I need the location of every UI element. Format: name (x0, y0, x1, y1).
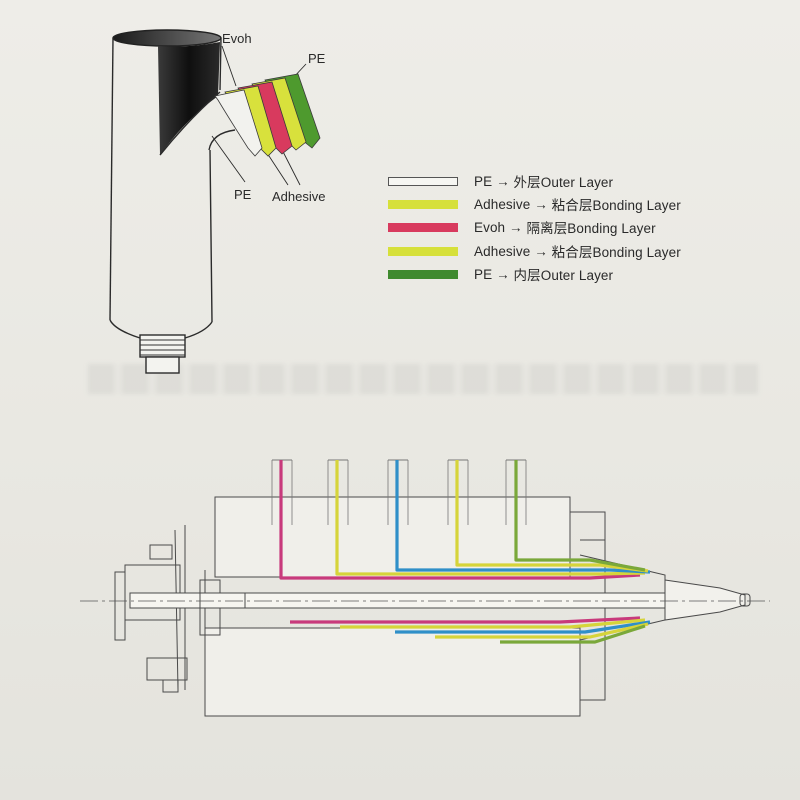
layer-pe-outer-white (214, 89, 263, 157)
label-pe-inner: PE (234, 187, 252, 202)
channel-3-lower (395, 620, 651, 634)
legend-swatch (388, 246, 458, 256)
legend-swatch (388, 199, 458, 209)
left-bracket (114, 571, 126, 641)
mandrel-end (199, 592, 246, 609)
laminated-tube (109, 29, 307, 374)
legend-description: 隔离层Bonding Layer (526, 221, 656, 236)
legend-arrow: → (496, 266, 510, 282)
legend-material: Adhesive (474, 196, 531, 212)
tube-inner-shadow (158, 42, 220, 155)
legend-row: Adhesive → 粘合层Bonding Layer (388, 196, 681, 213)
label-pe-outer: PE (308, 51, 326, 66)
left-nut-lower (162, 679, 179, 693)
label-adhesive: Adhesive (272, 189, 326, 204)
leader-pe-bottom (211, 135, 246, 183)
tube-peel-curve (159, 91, 221, 156)
channel-2-lower (340, 618, 646, 629)
die-tip (739, 593, 751, 607)
melt-channels (279, 460, 651, 644)
channel-5-lower (500, 624, 646, 644)
tube-opening (112, 29, 222, 47)
legend-row: PE → 外层Outer Layer (388, 173, 614, 190)
left-nut-bottom (146, 657, 188, 681)
label-evoh: Evoh (222, 31, 252, 46)
channel-4 (455, 460, 649, 573)
channel-4-lower (435, 622, 649, 639)
legend-swatch (388, 269, 458, 279)
left-nut-top (149, 544, 173, 560)
tube-threads (140, 339, 185, 356)
legend-row: Evoh → 隔离层Bonding Layer (388, 219, 656, 236)
extrusion-die (80, 459, 770, 717)
mandrel-shaft (129, 592, 666, 609)
legend-description: 粘合层Bonding Layer (551, 198, 681, 213)
legend-description: 粘合层Bonding Layer (551, 245, 681, 260)
leader-evoh (221, 45, 237, 87)
legend-material: Adhesive (474, 243, 531, 259)
tube-right-wall-upper (219, 37, 222, 91)
peeled-layers (214, 73, 321, 157)
channel-3 (395, 460, 651, 574)
channel-1 (279, 460, 641, 580)
bleed-through-text (88, 364, 758, 394)
die-nozzle (664, 579, 746, 621)
legend-arrow: → (496, 173, 510, 189)
channel-2 (335, 460, 646, 576)
legend-description: 内层Outer Layer (513, 268, 614, 283)
tube-neck (139, 334, 186, 358)
legend-arrow: → (534, 196, 548, 212)
tube-left-wall (109, 37, 114, 321)
legend-material: PE (474, 266, 493, 282)
legend-material: PE (474, 173, 493, 189)
channel-5 (514, 460, 646, 572)
tube-nozzle (145, 356, 180, 374)
legend-row: PE → 内层Outer Layer (388, 266, 614, 283)
legend-swatch (388, 222, 458, 232)
channel-1-lower (290, 616, 641, 624)
legend-material: Evoh (474, 219, 506, 235)
legend-swatch (388, 176, 458, 186)
tube-shoulder (109, 319, 213, 339)
legend-description: 外层Outer Layer (513, 175, 614, 190)
port-housing-lines (271, 460, 527, 525)
legend-row: Adhesive → 粘合层Bonding Layer (388, 243, 681, 260)
legend-arrow: → (509, 219, 523, 235)
legend-arrow: → (534, 243, 548, 259)
tube-right-wall-lower (208, 129, 236, 323)
